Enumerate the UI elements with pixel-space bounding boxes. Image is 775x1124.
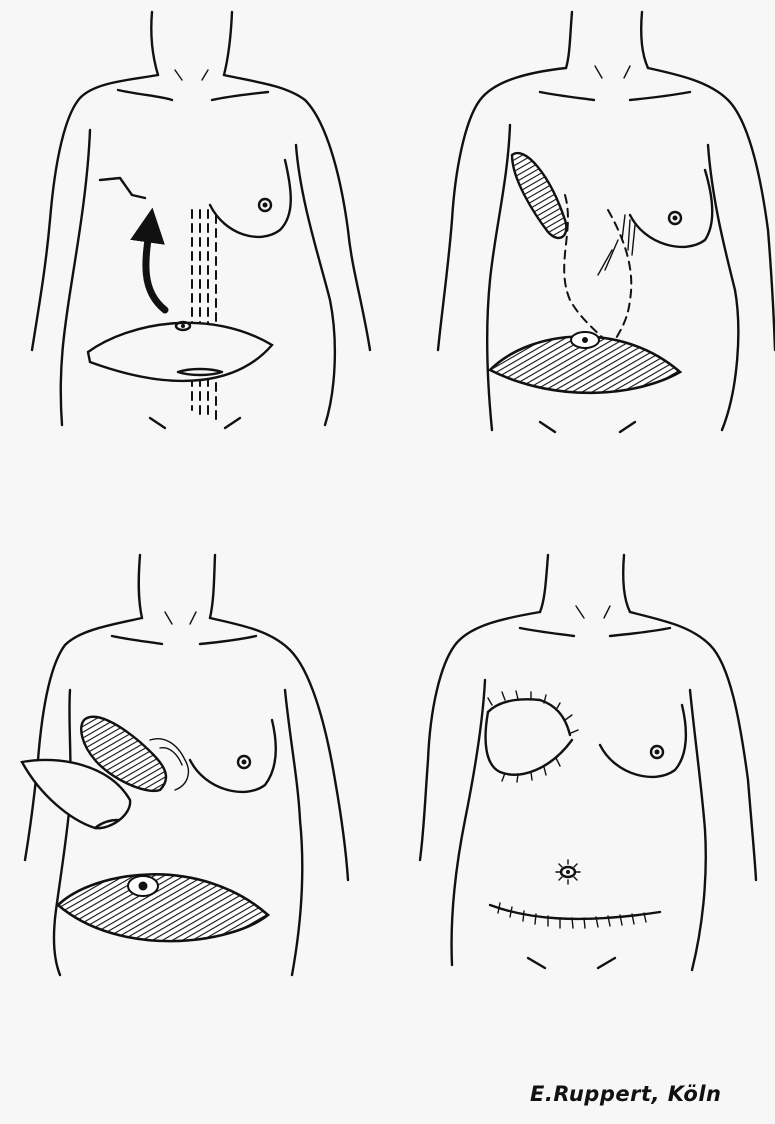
tunnel-dashed-lines <box>192 210 216 420</box>
abdominal-scar <box>490 903 660 928</box>
panel-flap-elevation <box>438 12 775 432</box>
umbilicus <box>556 860 580 884</box>
abdominal-donor-site <box>490 332 680 393</box>
breast-left <box>190 720 276 792</box>
breast-left <box>600 705 686 777</box>
panel-final-result <box>420 555 756 970</box>
breast-left <box>210 160 291 237</box>
chest-recipient-site <box>512 153 566 238</box>
mastectomy-defect <box>100 178 145 198</box>
transposition-arrow <box>146 225 165 310</box>
abdominal-donor-site <box>58 874 268 941</box>
panel-flap-planning <box>32 12 370 428</box>
abdominal-flap-outline <box>88 322 272 381</box>
tunnel-dashed-outline <box>564 195 635 340</box>
panel-flap-insetting <box>22 555 348 975</box>
reconstructed-breast <box>486 691 578 782</box>
breast-left <box>630 170 712 247</box>
torso-outline <box>420 555 756 970</box>
artist-signature: E.Ruppert, Köln <box>530 1082 722 1106</box>
